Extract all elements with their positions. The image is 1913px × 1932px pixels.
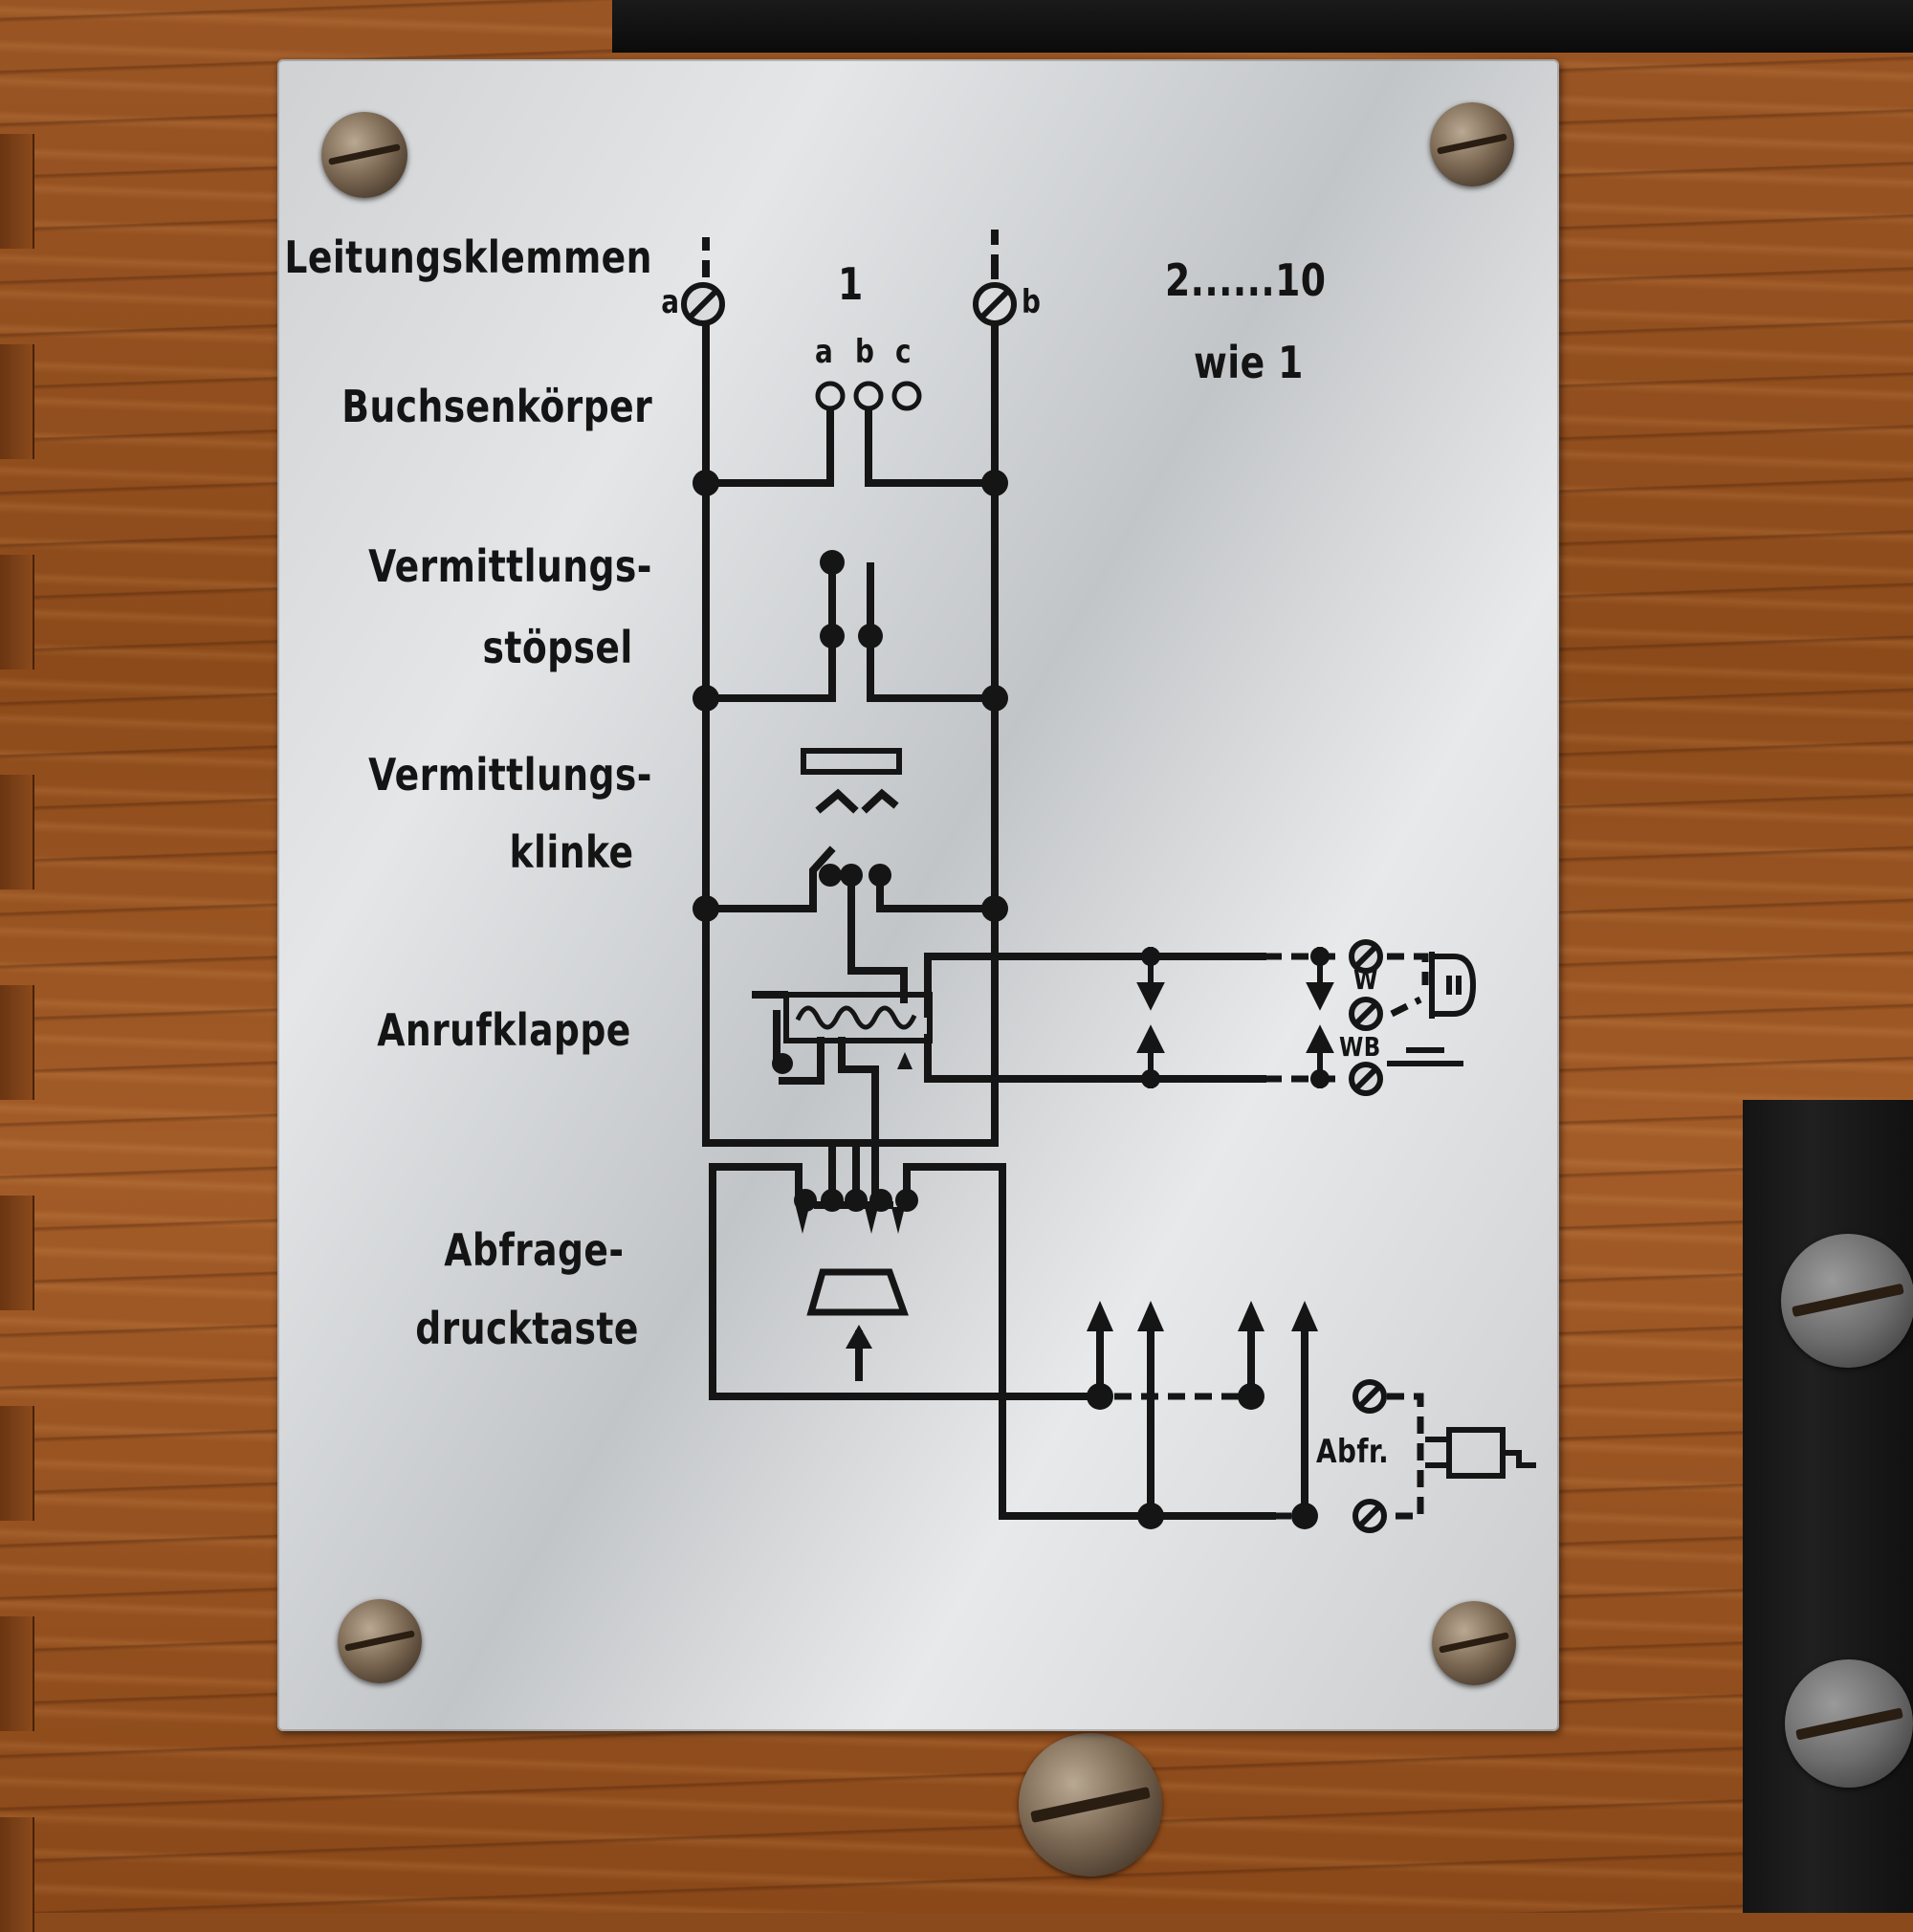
screw-icon (1019, 1733, 1162, 1877)
circuit-range-label: 2......10 (1165, 254, 1327, 306)
screw-icon (1432, 1601, 1516, 1685)
screw-icon (1430, 102, 1514, 187)
label-wb: WB (1339, 1031, 1381, 1063)
terminal-label-a: a (660, 283, 679, 321)
terminal-label-b: b (1022, 283, 1042, 321)
finger-joint (0, 555, 34, 670)
label-abfragedrucktaste-line2: drucktaste (415, 1303, 639, 1354)
socket-contact-label-b: b (855, 333, 875, 371)
finger-joint (0, 775, 34, 889)
finger-joint (0, 1196, 34, 1310)
finger-joint (0, 1616, 34, 1731)
screw-icon (1781, 1234, 1913, 1368)
label-vermittlungsstoepsel-line1: Vermittlungs- (368, 540, 652, 592)
screw-icon (338, 1599, 422, 1683)
socket-contact-label-a: a (815, 333, 834, 371)
label-vermittlungsklinke-line1: Vermittlungs- (368, 749, 652, 801)
headset-icon (1425, 1427, 1536, 1479)
socket-contact-label-c: c (895, 333, 912, 371)
finger-joint (0, 985, 34, 1100)
bell-icon (1429, 952, 1477, 1019)
label-anrufklappe: Anrufklappe (377, 1004, 631, 1056)
circuit-number-label: 1 (838, 258, 864, 310)
label-abfr: Abfr. (1316, 1433, 1390, 1471)
finger-joint (0, 344, 34, 459)
schematic-plate (277, 59, 1559, 1731)
label-abfragedrucktaste-line1: Abfrage- (443, 1224, 624, 1276)
black-rail-top (612, 0, 1913, 53)
screw-icon (1785, 1659, 1913, 1788)
label-vermittlungsklinke-line2: klinke (509, 826, 633, 878)
battery-icon (1387, 1047, 1463, 1066)
finger-joint (0, 1406, 34, 1521)
screw-icon (321, 112, 407, 198)
label-leitungsklemmen: Leitungsklemmen (284, 231, 652, 283)
finger-joint (0, 134, 34, 249)
circuit-same-as-label: wie 1 (1194, 337, 1304, 388)
label-vermittlungsstoepsel-line2: stöpsel (482, 622, 633, 673)
label-buchsenkoerper: Buchsenkörper (341, 381, 652, 432)
